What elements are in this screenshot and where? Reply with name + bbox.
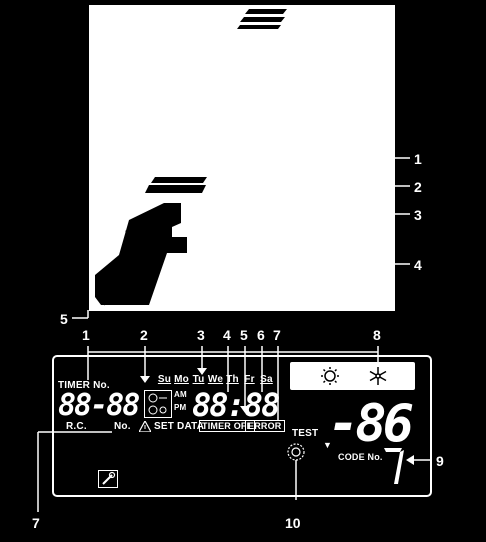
day-mo: Mo xyxy=(174,374,189,385)
callout-2: 2 xyxy=(414,179,422,195)
day-tu: Tu xyxy=(192,374,205,385)
lcd-callout-6: 6 xyxy=(257,327,265,343)
lcd-callout-3: 3 xyxy=(197,327,205,343)
callout-1: 1 xyxy=(414,151,422,167)
day-fr: Fr xyxy=(244,374,255,385)
timer-off-label: TIMER OFF xyxy=(199,420,256,432)
unit-number-digit xyxy=(380,446,406,486)
error-label: ERROR xyxy=(245,420,285,432)
rc-number-digits: 88-88 xyxy=(58,388,140,423)
lcd-callout-2: 2 xyxy=(140,327,148,343)
controller-artwork: DEL xyxy=(95,9,287,306)
lcd-callout-8: 8 xyxy=(373,327,381,343)
code-no-label: CODE No. xyxy=(338,452,383,462)
lcd-display xyxy=(52,355,432,497)
day-su: Su xyxy=(157,374,172,385)
lcd-callout-5: 5 xyxy=(240,327,248,343)
wrench-icon xyxy=(98,470,118,488)
no-label: No. xyxy=(114,421,131,432)
callout-3: 3 xyxy=(414,207,422,223)
lcd-callout-9: 9 xyxy=(436,453,444,469)
svg-text:DEL: DEL xyxy=(125,231,137,237)
lcd-callout-7-bottom: 7 xyxy=(32,515,40,531)
callout-5: 5 xyxy=(60,311,68,327)
pm-label: PM xyxy=(174,403,187,412)
dial-icon xyxy=(286,442,306,462)
controller-panel: DEL xyxy=(88,4,396,312)
check-code-digits: -86 xyxy=(328,394,414,454)
timer-no-label: TIMER No. xyxy=(58,380,110,391)
mode-icons xyxy=(321,367,387,385)
day-sa: Sa xyxy=(260,374,273,385)
rc-label: R.C. xyxy=(66,421,87,432)
day-we: We xyxy=(207,374,224,385)
sun-icon xyxy=(321,367,339,385)
clock-icon xyxy=(144,390,172,418)
lcd-callout-4: 4 xyxy=(223,327,231,343)
day-th: Th xyxy=(226,374,239,385)
mode-indicator-bar xyxy=(290,362,415,390)
snowflake-icon xyxy=(369,367,387,385)
lcd-callout-10: 10 xyxy=(285,515,301,531)
clock-time-digits: 88:88 xyxy=(192,386,280,424)
am-label: AM xyxy=(174,390,187,399)
set-data-label: SET DATA xyxy=(154,421,205,432)
lcd-callout-7: 7 xyxy=(273,327,281,343)
code-pointer-triangle: ▼ xyxy=(323,440,332,450)
callout-4: 4 xyxy=(414,257,422,273)
warning-icon xyxy=(139,421,151,432)
test-label: TEST xyxy=(292,428,319,439)
lcd-callout-1: 1 xyxy=(82,327,90,343)
